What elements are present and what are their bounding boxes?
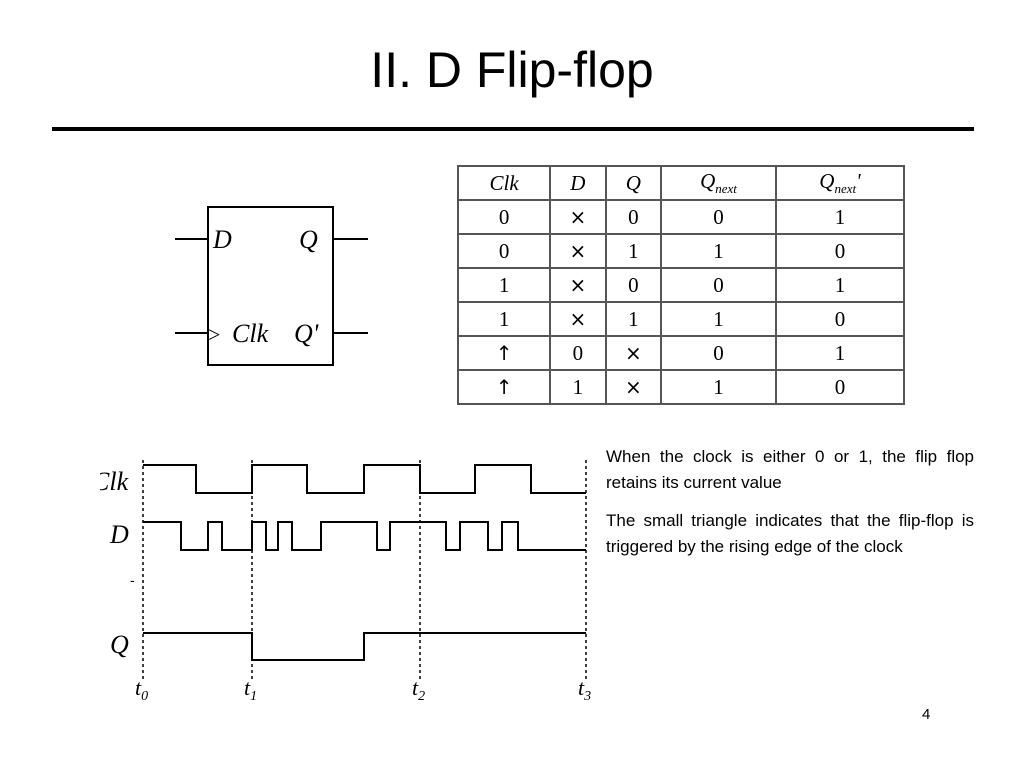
signal-label-q: Q xyxy=(110,630,129,659)
table-row: 1 × 1 1 0 xyxy=(456,301,906,337)
table-cell: 0 xyxy=(774,301,906,337)
q-waveform xyxy=(143,632,586,661)
slide-title: II. D Flip-flop xyxy=(370,42,654,98)
table-cell: 1 xyxy=(660,233,777,269)
table-cell: 1 xyxy=(774,267,906,303)
table-cell: 1 xyxy=(549,369,607,405)
header-clk: Clk xyxy=(456,165,552,201)
table-row: 0 × 1 1 0 xyxy=(456,233,906,269)
clock-label: Clk xyxy=(232,319,269,348)
clock-marker: > xyxy=(208,322,220,347)
title-divider xyxy=(52,127,974,131)
note-clock-retains: When the clock is either 0 or 1, the fli… xyxy=(606,447,974,492)
time-label-t0: t0 xyxy=(135,675,148,704)
header-q: Q xyxy=(604,165,663,201)
flipflop-symbol: D Q > Clk Q' xyxy=(175,206,368,366)
table-cell: 1 xyxy=(456,267,552,303)
table-row: ↑ 0 × 0 1 xyxy=(456,335,906,371)
d-input-label: D xyxy=(212,225,232,254)
timing-diagram: Clk D Q - t0 t1 t2 t3 xyxy=(100,460,591,704)
table-cell: 1 xyxy=(660,301,777,337)
truth-table: Clk D Q Qnext Qnext' 0 × 0 0 1 0 × 1 1 0… xyxy=(456,165,906,405)
table-cell: × xyxy=(549,301,607,337)
table-cell: 0 xyxy=(549,335,607,371)
table-cell: 1 xyxy=(604,301,663,337)
table-cell: 1 xyxy=(660,369,777,405)
table-cell: 0 xyxy=(660,199,777,235)
header-d: D xyxy=(549,165,607,201)
header-qnext: Qnext xyxy=(660,165,777,201)
table-row: 0 × 0 0 1 xyxy=(456,199,906,235)
table-cell: 0 xyxy=(774,369,906,405)
time-label-t1: t1 xyxy=(244,675,257,704)
table-cell: 0 xyxy=(456,199,552,235)
time-label-t2: t2 xyxy=(412,675,425,704)
table-cell: × xyxy=(549,199,607,235)
time-label-t3: t3 xyxy=(578,675,591,704)
table-row: 1 × 0 0 1 xyxy=(456,267,906,303)
table-cell: 1 xyxy=(604,233,663,269)
clk-waveform xyxy=(143,464,586,494)
signal-label-clk: Clk xyxy=(100,467,129,496)
qbar-output-label: Q' xyxy=(294,319,319,348)
table-cell: 0 xyxy=(456,233,552,269)
table-cell: 1 xyxy=(774,199,906,235)
table-row: ↑ 1 × 1 0 xyxy=(456,369,906,405)
page-number: 4 xyxy=(922,706,931,723)
q-output-label: Q xyxy=(299,225,318,254)
table-cell: × xyxy=(549,233,607,269)
table-cell: 0 xyxy=(604,199,663,235)
table-cell: 0 xyxy=(660,335,777,371)
table-cell: ↑ xyxy=(456,369,552,405)
table-cell: ↑ xyxy=(456,335,552,371)
table-cell: 0 xyxy=(774,233,906,269)
notes-text: When the clock is either 0 or 1, the fli… xyxy=(606,444,974,572)
note-rising-edge: The small triangle indicates that the fl… xyxy=(606,511,974,556)
stray-dash-mark: - xyxy=(130,572,135,588)
d-waveform xyxy=(143,521,586,551)
table-cell: 1 xyxy=(456,301,552,337)
table-cell: 1 xyxy=(774,335,906,371)
table-cell: × xyxy=(549,267,607,303)
table-header-row: Clk D Q Qnext Qnext' xyxy=(456,165,906,201)
table-cell: × xyxy=(604,335,663,371)
table-cell: × xyxy=(604,369,663,405)
table-cell: 0 xyxy=(660,267,777,303)
flipflop-box xyxy=(207,206,334,366)
table-cell: 0 xyxy=(604,267,663,303)
signal-label-d: D xyxy=(109,520,129,549)
header-qnext-bar: Qnext' xyxy=(774,165,906,201)
